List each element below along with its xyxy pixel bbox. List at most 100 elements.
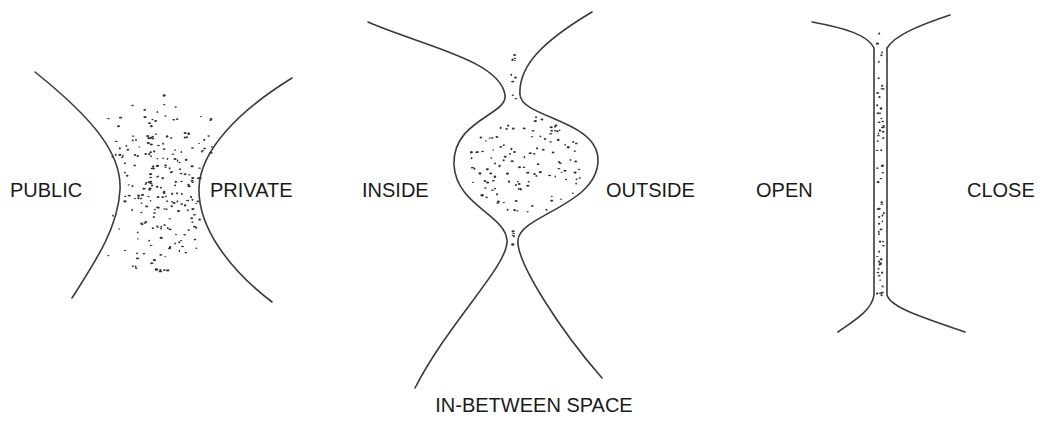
dot <box>877 140 879 142</box>
dot <box>201 150 203 152</box>
dot <box>131 209 133 211</box>
dot <box>196 201 199 203</box>
dot <box>158 176 160 177</box>
dot <box>881 214 883 216</box>
dot <box>512 94 514 95</box>
dot <box>876 167 878 169</box>
dot <box>880 229 883 231</box>
dot <box>165 167 167 168</box>
dot <box>878 275 881 277</box>
dot <box>554 130 557 131</box>
dot <box>511 59 513 60</box>
dot <box>577 169 580 170</box>
dot <box>515 184 517 186</box>
dot <box>531 136 533 137</box>
dot <box>878 250 880 252</box>
dot <box>494 176 497 178</box>
dot <box>524 156 526 158</box>
sketch-curve <box>812 22 874 332</box>
dot <box>209 152 212 154</box>
dot <box>481 194 483 196</box>
dot <box>881 121 884 123</box>
dot <box>176 201 178 203</box>
dot <box>194 239 197 241</box>
dot <box>470 151 472 152</box>
dot <box>575 183 577 185</box>
dot <box>880 201 883 203</box>
dot <box>470 152 473 154</box>
dot <box>172 202 175 204</box>
dot <box>545 209 547 211</box>
dot <box>153 259 156 261</box>
dot <box>187 133 190 135</box>
dot <box>550 130 552 132</box>
dot <box>132 185 134 187</box>
dot <box>144 153 147 155</box>
dot <box>152 228 154 230</box>
dot <box>880 258 883 260</box>
dot <box>187 184 189 186</box>
dot <box>140 212 142 214</box>
dot <box>150 245 153 246</box>
dot <box>145 205 148 207</box>
dot <box>878 208 881 210</box>
dot <box>879 129 881 131</box>
dot <box>548 175 551 177</box>
dot <box>207 135 210 136</box>
dot <box>514 60 516 61</box>
dot <box>499 146 502 148</box>
dot <box>478 172 481 174</box>
dot <box>124 172 126 174</box>
dot <box>528 181 530 183</box>
dot <box>876 293 879 295</box>
dot <box>156 206 159 208</box>
dot <box>193 214 196 215</box>
dot <box>514 98 517 99</box>
dot <box>124 250 126 252</box>
dot <box>151 184 153 186</box>
dot <box>163 269 166 271</box>
dot <box>153 150 155 152</box>
dot <box>160 187 162 189</box>
side-label: PRIVATE <box>210 178 293 202</box>
dot <box>178 241 180 243</box>
dot <box>115 154 117 156</box>
dot <box>881 285 884 286</box>
dot <box>202 150 204 151</box>
dot <box>877 112 880 114</box>
dot <box>518 183 521 185</box>
dot <box>880 149 882 151</box>
dot <box>878 132 880 134</box>
dot <box>479 137 482 139</box>
dot <box>511 148 513 150</box>
dot <box>536 147 538 149</box>
dot <box>878 268 880 270</box>
dot <box>550 126 553 128</box>
dot <box>178 162 180 163</box>
dot <box>185 252 187 254</box>
dot <box>491 137 494 138</box>
dot <box>533 153 536 155</box>
dot <box>159 254 162 256</box>
dot <box>174 243 176 245</box>
sketch-curve <box>518 12 602 378</box>
dot <box>123 200 126 202</box>
dot <box>555 175 557 177</box>
dot <box>176 192 178 194</box>
dot <box>211 146 213 148</box>
dot <box>882 220 884 222</box>
dot <box>511 230 514 232</box>
dot <box>550 200 553 202</box>
dot <box>154 209 156 211</box>
dot <box>137 155 140 157</box>
dot <box>166 135 169 137</box>
dot <box>878 231 880 233</box>
dot <box>163 192 166 194</box>
dot <box>168 229 171 231</box>
dot <box>503 159 505 161</box>
dot <box>119 117 122 119</box>
dot-group <box>107 32 885 296</box>
dot <box>164 256 166 257</box>
dot <box>142 253 145 255</box>
